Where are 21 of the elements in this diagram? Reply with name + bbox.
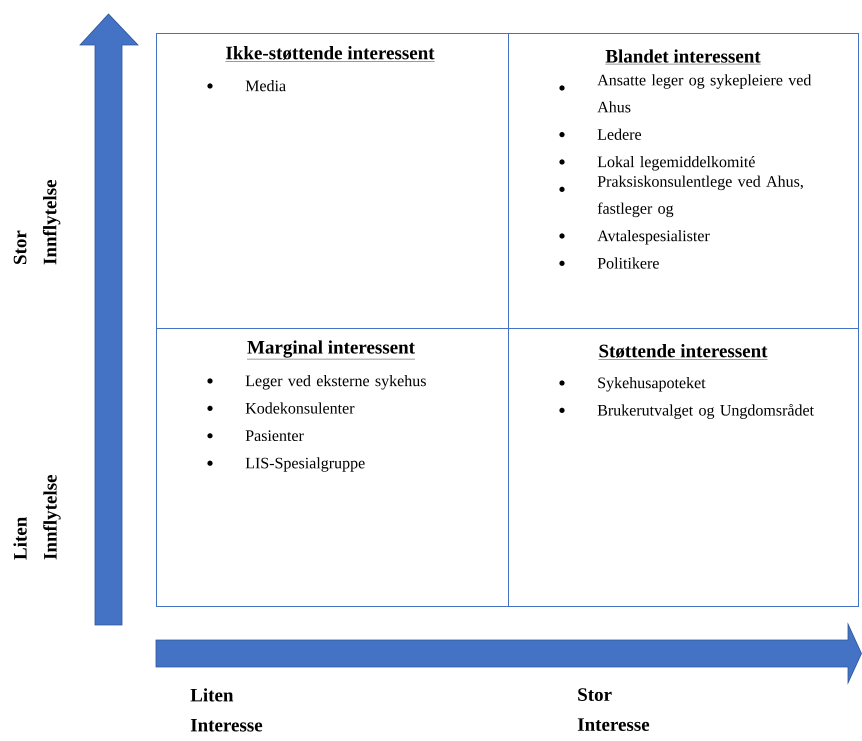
list-item: Praksiskonsulentlege ved Ahus, fastleger og [559, 176, 803, 218]
quadrant-heading: Ikke-støttende interessent [225, 46, 435, 62]
list-item: Media [207, 80, 286, 92]
axis-label: Liten Innflytelse [13, 475, 61, 560]
list-item: Sykehusapoteket [559, 377, 706, 392]
list-item: Leger ved eksterne sykehus [207, 375, 426, 390]
list-item: Pasienter [207, 430, 304, 442]
list-item: Ledere [559, 128, 642, 140]
quadrant-heading: Støttende interessent [598, 344, 768, 360]
list-item: Kodekonsulenter [207, 402, 354, 414]
list-item: Politikere [559, 257, 659, 269]
axis-label: Liten Interesse [190, 688, 262, 732]
quadrant-heading: Blandet interessent [605, 49, 761, 64]
list-item: LIS-Spesialgruppe [207, 457, 365, 472]
list-item: Brukerutvalget og Ungdomsrådet [559, 404, 814, 419]
list-item: Lokal legemiddelkomité [559, 156, 755, 171]
list-item: Avtalespesialister [559, 230, 710, 244]
list-item: Ansatte leger og sykepleiere ved Ahus [559, 74, 812, 112]
axis-label: Stor Interesse [578, 688, 650, 731]
axis-label: Stor Innflytelse [14, 180, 60, 264]
quadrant-heading: Marginal interessent [246, 340, 416, 360]
